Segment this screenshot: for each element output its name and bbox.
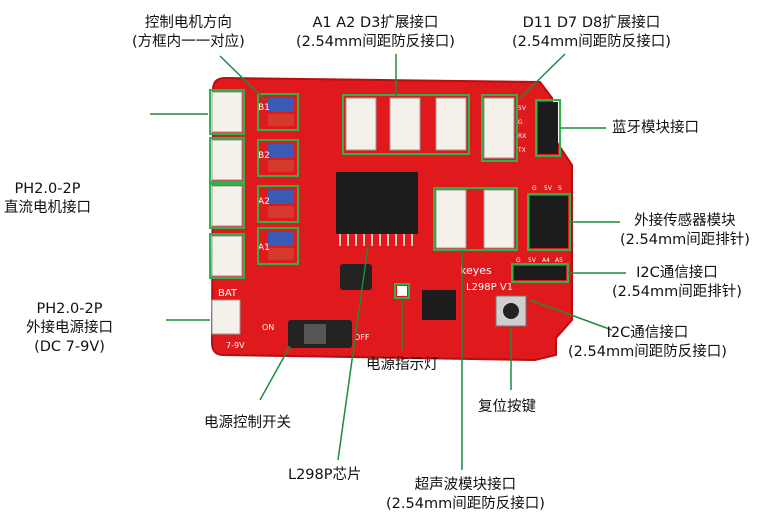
regulator-chip xyxy=(422,290,456,320)
label-d11d7d8: D11 D7 D8扩展接口(2.54mm间距防反接口) xyxy=(512,15,671,50)
board-motor-mark: A2 xyxy=(258,197,270,207)
board-motor-mark: B1 xyxy=(258,103,270,113)
label-a1a2d3: A1 A2 D3扩展接口(2.54mm间距防反接口) xyxy=(296,15,455,50)
capacitor xyxy=(340,264,372,290)
board-motor-mark: B2 xyxy=(258,151,270,161)
ultrasonic-connectors xyxy=(435,189,515,249)
label-bluetooth: 蓝牙模块接口 xyxy=(612,120,699,136)
sensor-header xyxy=(530,196,568,248)
board-voltage: 7-9V xyxy=(226,341,245,350)
board-bt-pin: TX xyxy=(517,147,526,154)
l298p-chip xyxy=(336,172,418,234)
label-power-led: 电源指示灯 xyxy=(366,357,439,373)
top-connectors xyxy=(345,97,515,159)
board-brand: keyes xyxy=(460,264,492,277)
label-ultrasonic: 超声波模块接口(2.54mm间距防反接口) xyxy=(386,477,545,512)
label-power-switch: 电源控制开关 xyxy=(204,415,291,431)
board-bt-pin: RX xyxy=(518,133,526,140)
label-reset: 复位按键 xyxy=(478,399,536,415)
board-off: OFF xyxy=(354,333,370,342)
board-model: L298P V1 xyxy=(466,282,513,293)
board-sensor-pin: 5V xyxy=(544,185,553,192)
bluetooth-header xyxy=(538,102,558,154)
board-bat: BAT xyxy=(218,288,238,299)
board-i2c-pin: G xyxy=(516,257,521,264)
board-sensor-pin: S xyxy=(558,185,562,192)
label-sensor: 外接传感器模块(2.54mm间距排针) xyxy=(620,213,750,248)
board-sensor-pin: G xyxy=(532,185,537,192)
board-i2c-pin: A4 xyxy=(542,257,550,264)
i2c-pin-header xyxy=(514,266,566,280)
board-bt-pin: G xyxy=(518,119,523,126)
label-motor-direction: 控制电机方向(方框内一一对应) xyxy=(132,15,245,50)
power-connector xyxy=(211,299,241,335)
board-bt-pin: 5V xyxy=(518,105,527,112)
leader-lines xyxy=(150,53,626,470)
motor-connectors xyxy=(211,91,243,277)
board-i2c-pin: A5 xyxy=(555,257,563,264)
board-i2c-pin: 5V xyxy=(528,257,537,264)
label-i2c-pins: I2C通信接口(2.54mm间距排针) xyxy=(612,265,742,300)
label-l298p: L298P芯片 xyxy=(288,467,362,483)
board-motor-mark: A1 xyxy=(258,243,270,253)
label-i2c-socket: I2C通信接口(2.54mm间距防反接口) xyxy=(568,325,727,360)
direction-jumpers xyxy=(268,98,294,260)
power-led xyxy=(397,286,407,296)
board-on: ON xyxy=(262,323,274,332)
